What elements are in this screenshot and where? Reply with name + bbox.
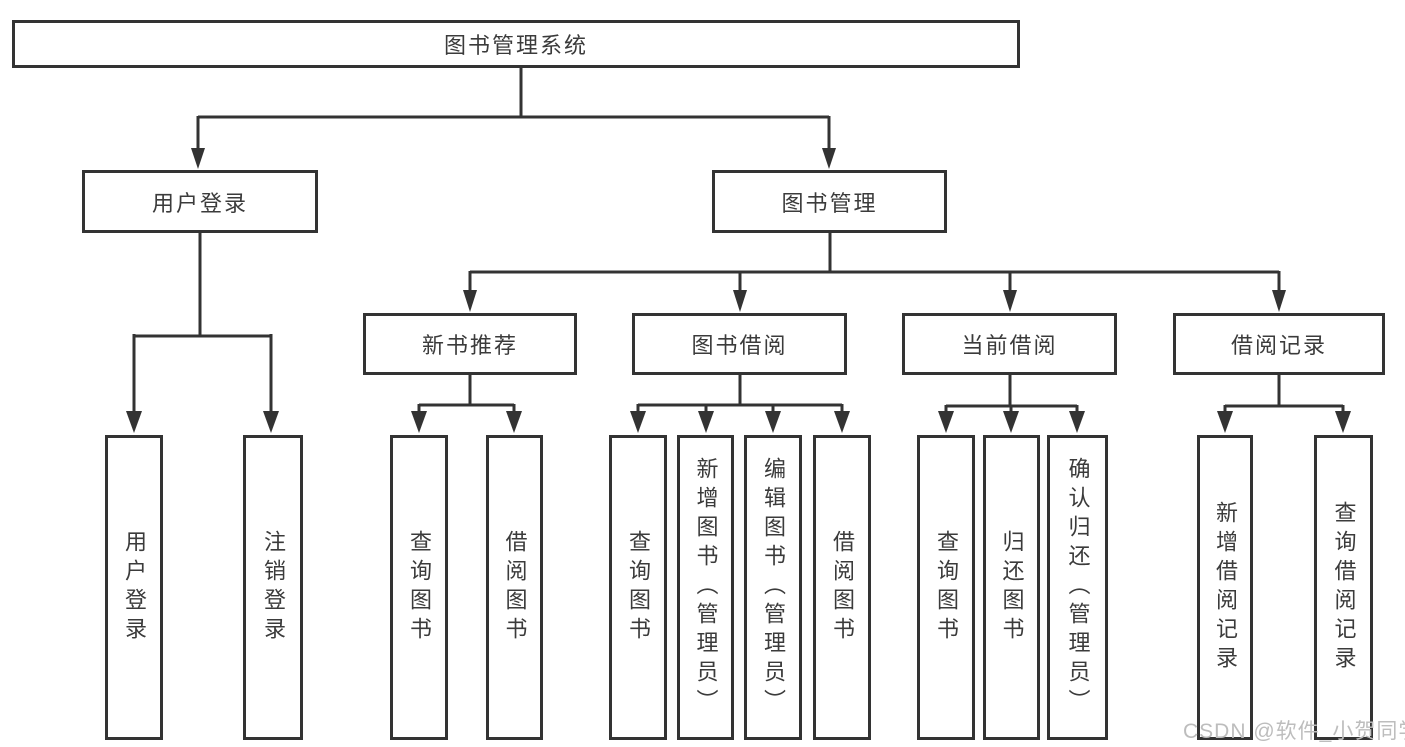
node-label: 借阅图书 [502, 529, 528, 646]
node-label: 编辑图书（管理员） [761, 457, 786, 718]
leaf-query-borrow-record: 查询借阅记录 [1314, 435, 1373, 740]
node-label: 新增借阅记录 [1213, 500, 1238, 675]
leaf-query-books-current: 查询图书 [917, 435, 975, 740]
node-label: 当前借阅 [961, 333, 1058, 358]
connector-user-login [132, 233, 273, 414]
connector-current-borrowing [944, 375, 1079, 414]
leaf-edit-book-admin: 编辑图书（管理员） [744, 435, 802, 740]
node-current-borrowing: 当前借阅 [902, 313, 1117, 375]
node-label: 借阅记录 [1230, 333, 1327, 358]
arrowhead [1069, 411, 1085, 433]
connector-book-borrowing [636, 375, 844, 414]
arrowhead [822, 148, 836, 169]
arrowhead [630, 411, 646, 433]
node-label: 图书管理 [781, 190, 878, 216]
leaf-confirm-return-admin: 确认归还（管理员） [1047, 435, 1108, 740]
node-user-login: 用户登录 [82, 170, 318, 233]
node-label: 确认归还（管理员） [1065, 457, 1091, 718]
arrowhead [1003, 411, 1019, 433]
arrowhead [506, 411, 522, 433]
node-label: 注销登录 [261, 529, 286, 646]
node-library-system: 图书管理系统 [12, 20, 1020, 68]
node-book-management: 图书管理 [712, 170, 947, 233]
node-label: 新增图书（管理员） [693, 457, 719, 718]
node-label: 借阅图书 [830, 529, 855, 646]
arrowhead [263, 411, 279, 433]
connector-borrowing-records [1223, 375, 1345, 414]
arrowhead [834, 411, 850, 433]
leaf-return-books: 归还图书 [983, 435, 1040, 740]
arrowhead [191, 148, 205, 169]
arrowhead [1272, 290, 1286, 312]
arrowhead [733, 290, 747, 312]
arrowhead [1217, 411, 1233, 433]
node-label: 用户登录 [151, 190, 248, 216]
leaf-add-book-admin: 新增图书（管理员） [677, 435, 734, 740]
connector-root [196, 68, 831, 150]
arrowhead [411, 411, 427, 433]
node-label: 查询图书 [626, 529, 651, 646]
leaf-user-login: 用户登录 [105, 435, 163, 740]
node-label: 归还图书 [999, 529, 1025, 646]
leaf-logout: 注销登录 [243, 435, 303, 740]
connector-book-management [468, 233, 1281, 293]
node-borrowing-records: 借阅记录 [1173, 313, 1385, 375]
arrowhead [126, 411, 142, 433]
arrowhead [1003, 290, 1017, 312]
node-label: 查询图书 [934, 529, 959, 646]
arrowhead [463, 290, 477, 312]
node-label: 查询图书 [407, 529, 432, 646]
arrowhead [698, 411, 714, 433]
node-label: 图书借阅 [691, 333, 788, 358]
node-label: 新书推荐 [421, 333, 518, 358]
arrowhead [1335, 411, 1351, 433]
arrowhead [765, 411, 781, 433]
leaf-add-borrow-record: 新增借阅记录 [1197, 435, 1253, 740]
leaf-borrow-books-recommend: 借阅图书 [486, 435, 543, 740]
node-label: 查询借阅记录 [1331, 500, 1357, 675]
connector-new-book [417, 375, 516, 414]
node-book-borrowing: 图书借阅 [632, 313, 847, 375]
leaf-query-books-recommend: 查询图书 [390, 435, 448, 740]
node-label: 用户登录 [122, 529, 147, 646]
node-label: 图书管理系统 [443, 33, 588, 58]
leaf-query-books-borrowing: 查询图书 [609, 435, 667, 740]
arrowhead [938, 411, 954, 433]
leaf-borrow-books-borrowing: 借阅图书 [813, 435, 871, 740]
node-new-book-recommend: 新书推荐 [363, 313, 577, 375]
csdn-watermark: CSDN @软件_小贺同学 [1183, 720, 1405, 743]
